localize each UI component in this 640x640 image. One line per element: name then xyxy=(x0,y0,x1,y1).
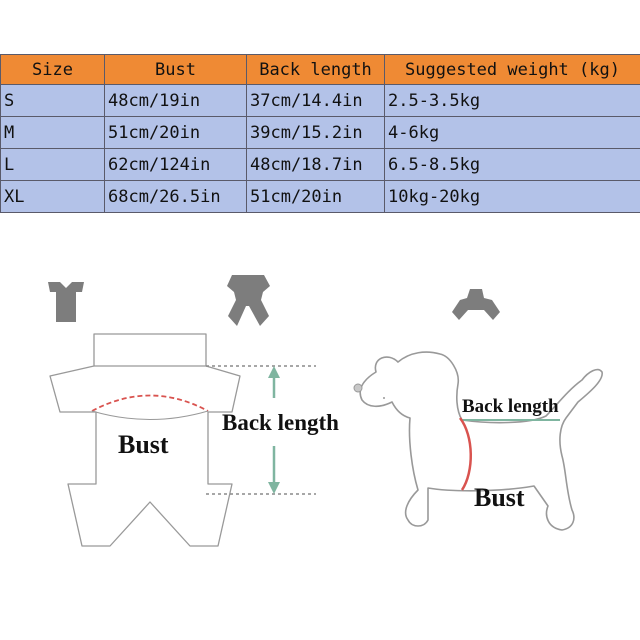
measurement-diagram: Bust Back length Back length Bust xyxy=(48,275,603,547)
cell-bust: 62cm/124in xyxy=(104,148,247,181)
garment-outline xyxy=(49,333,241,547)
jumpsuit-silhouette-icon xyxy=(227,275,270,326)
cell-weight: 10kg-20kg xyxy=(384,180,640,213)
table-row: M 51cm/20in 39cm/15.2in 4-6kg xyxy=(0,116,640,149)
cell-back-length: 39cm/15.2in xyxy=(246,116,385,149)
dog-outline xyxy=(359,351,603,531)
header-back-length: Back length xyxy=(246,54,385,85)
table-row: S 48cm/19in 37cm/14.4in 2.5-3.5kg xyxy=(0,84,640,117)
table-row: L 62cm/124in 48cm/18.7in 6.5-8.5kg xyxy=(0,148,640,181)
cell-bust: 51cm/20in xyxy=(104,116,247,149)
cell-weight: 6.5-8.5kg xyxy=(384,148,640,181)
cell-back-length: 48cm/18.7in xyxy=(246,148,385,181)
dog-eye-icon xyxy=(383,397,385,399)
cell-size: XL xyxy=(0,180,105,213)
cell-size: L xyxy=(0,148,105,181)
cell-size: M xyxy=(0,116,105,149)
dog-back-length-label: Back length xyxy=(462,396,559,417)
table-header-row: Size Bust Back length Suggested weight (… xyxy=(0,54,640,85)
cell-back-length: 37cm/14.4in xyxy=(246,84,385,117)
size-chart-table: Size Bust Back length Suggested weight (… xyxy=(0,54,640,213)
cell-weight: 2.5-3.5kg xyxy=(384,84,640,117)
header-bust: Bust xyxy=(104,54,247,85)
table-row: XL 68cm/26.5in 51cm/20in 10kg-20kg xyxy=(0,180,640,213)
back-length-arrow xyxy=(268,366,280,494)
header-suggested-weight: Suggested weight (kg) xyxy=(384,54,640,85)
dog-bust-label: Bust xyxy=(474,483,525,512)
garment-bust-label: Bust xyxy=(118,430,169,459)
garment-back-length-label: Back length xyxy=(222,410,339,435)
cell-bust: 68cm/26.5in xyxy=(104,180,247,213)
dog-harness-silhouette-icon xyxy=(452,289,500,320)
dog-nose-icon xyxy=(353,383,363,393)
header-size: Size xyxy=(0,54,105,85)
cell-back-length: 51cm/20in xyxy=(246,180,385,213)
shirt-silhouette-icon xyxy=(48,282,84,322)
cell-size: S xyxy=(0,84,105,117)
cell-bust: 48cm/19in xyxy=(104,84,247,117)
garment-bust-line xyxy=(91,394,209,412)
cell-weight: 4-6kg xyxy=(384,116,640,149)
dog-bust-line xyxy=(458,417,472,491)
